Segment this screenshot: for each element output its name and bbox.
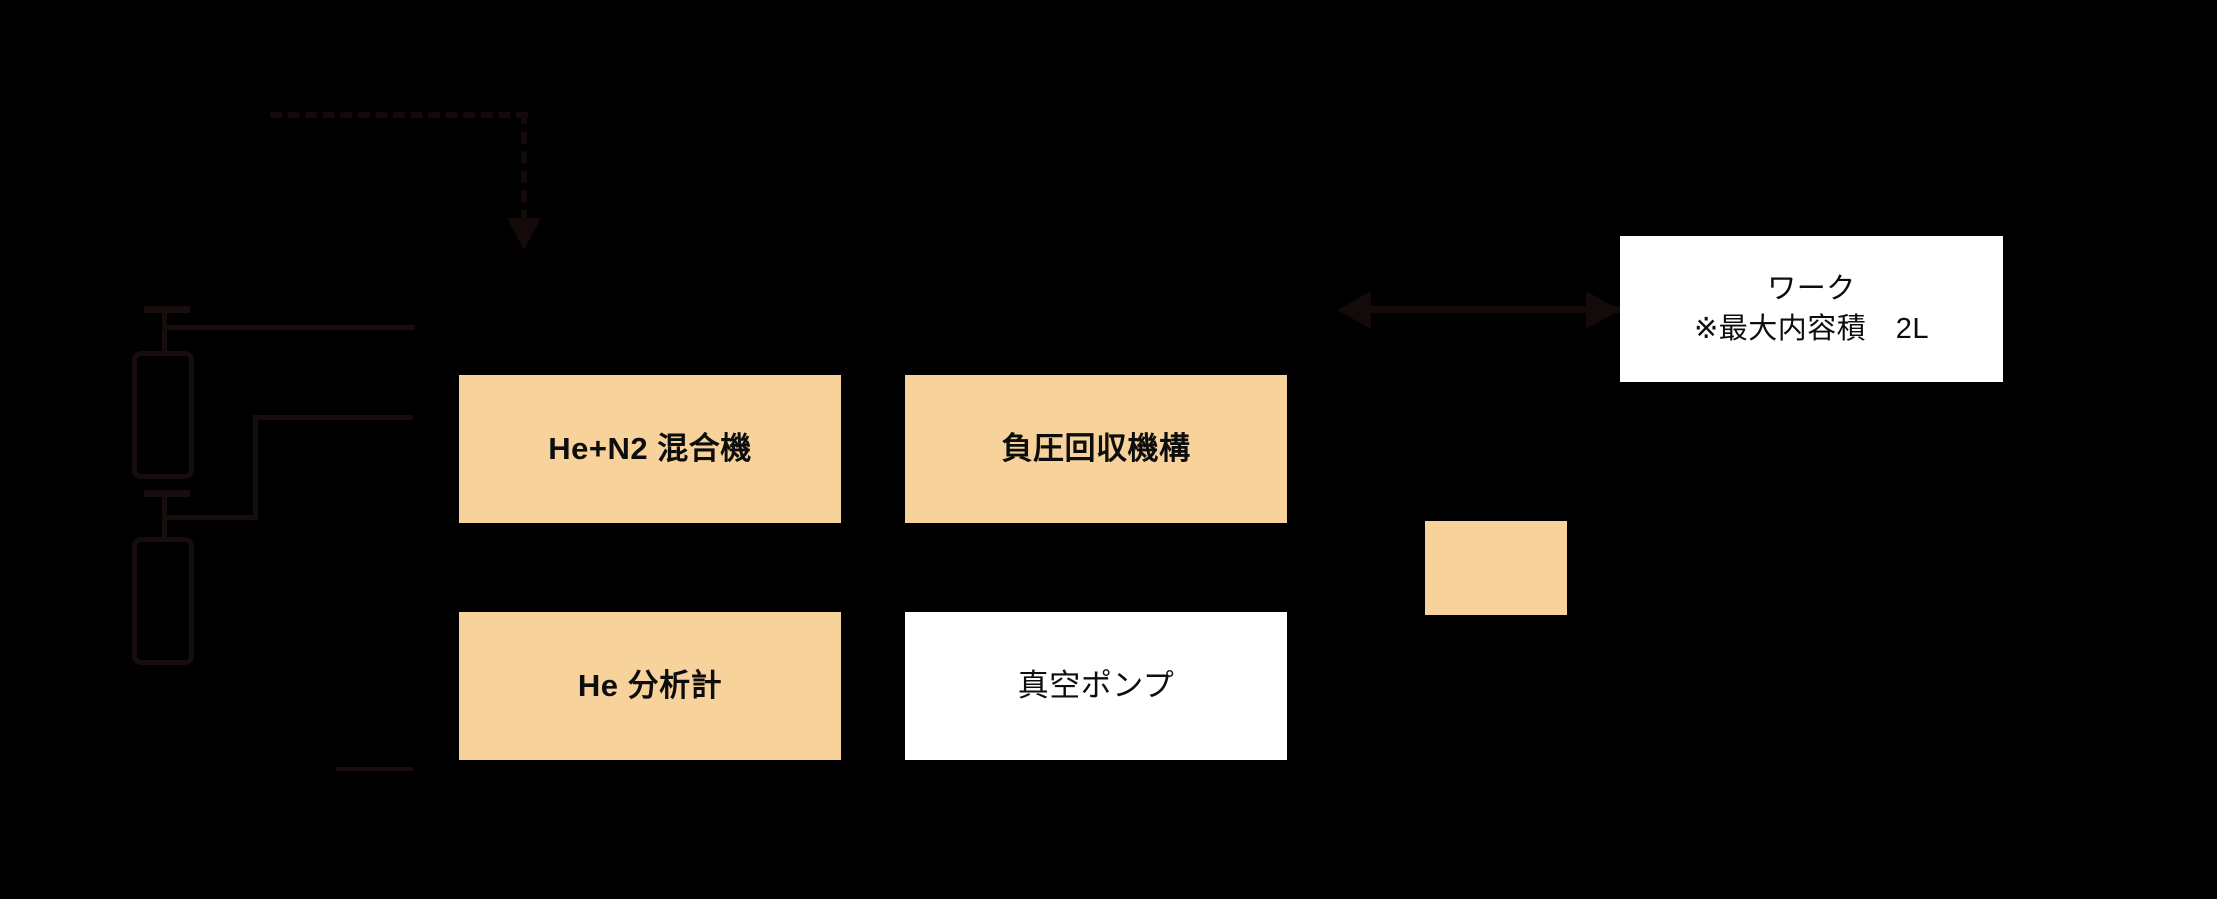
gas-cylinder-lower [132,537,194,665]
work-connector-shaft [1355,306,1620,313]
feedback-dashed-vertical [521,112,527,222]
mid-branch-line [253,415,413,420]
bottom-stub-line [336,767,413,771]
lower-cylinder-feed-line [162,515,258,520]
work-connector-arrowhead-right-icon [1586,291,1620,329]
box-he-analyzer[interactable]: He 分析計 [459,612,841,760]
upper-cylinder-valve-stem [162,306,167,356]
cylinder-riser-line [253,415,258,520]
lower-cylinder-valve-cap [144,490,190,497]
gas-cylinder-upper [132,351,194,479]
feedback-arrowhead-icon [507,218,541,250]
upper-cylinder-valve-cap [144,306,190,313]
box-he-n2-mixer[interactable]: He+N2 混合機 [459,375,841,523]
box-vacuum-pump[interactable]: 真空ポンプ [905,612,1287,760]
work-capacity-note: ※最大内容積 2L [1693,313,1930,345]
upper-cylinder-feed-line [162,325,415,330]
box-work[interactable]: ワーク ※最大内容積 2L [1620,236,2003,382]
box-negative-pressure-recovery[interactable]: 負圧回収機構 [905,375,1287,523]
work-connector-arrowhead-left-icon [1337,291,1371,329]
feedback-dashed-horizontal [270,112,528,118]
work-title: ワーク [1767,272,1856,305]
box-unlabeled-accent-block[interactable] [1425,521,1567,615]
